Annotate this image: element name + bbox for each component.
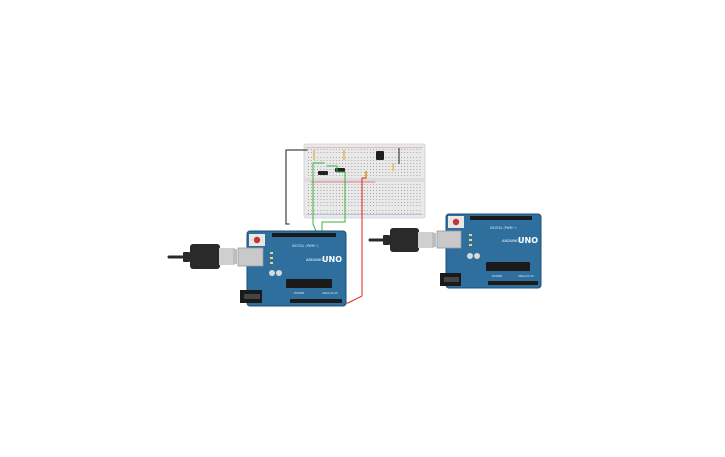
analog-label-1: ANALOG IN: [322, 291, 338, 295]
usb-cable-2[interactable]: [368, 228, 436, 252]
led-indicators-2: [469, 234, 472, 246]
resistor-2[interactable]: [343, 150, 345, 160]
wire-green-2[interactable]: [321, 165, 346, 232]
digital-label-2: DIGITAL (PWM~): [490, 226, 516, 230]
reset-button-2[interactable]: [452, 218, 460, 226]
arduino-board-1[interactable]: DIGITAL (PWM~) UNO ARDUINO POWER ANALOG …: [167, 230, 347, 307]
arduino-label-2: ARDUINO: [502, 239, 519, 243]
power-analog-header-2: [488, 281, 538, 285]
atmega-chip: [286, 279, 332, 288]
led-indicators-1: [270, 252, 273, 264]
resistor-1[interactable]: [313, 150, 315, 160]
resistor-3[interactable]: [392, 163, 394, 171]
digital-label-1: DIGITAL (PWM~): [292, 244, 318, 248]
arduino-board-2[interactable]: DIGITAL (PWM~) UNO ARDUINO POWER ANALOG …: [368, 213, 542, 289]
power-label-1: POWER: [294, 291, 304, 295]
analog-label-2: ANALOG IN: [518, 274, 534, 278]
capacitor-2a: [467, 253, 473, 259]
resistor-4[interactable]: [365, 171, 367, 179]
arduino-label-1: ARDUINO: [306, 258, 323, 262]
wire-black[interactable]: [285, 149, 308, 225]
usb-port-2: [436, 230, 462, 249]
diode-1[interactable]: [318, 171, 328, 175]
breadboard-holes: [308, 149, 421, 214]
wire-green-1[interactable]: [312, 162, 325, 232]
uno-label-2: UNO: [518, 236, 538, 245]
power-analog-header: [290, 299, 342, 303]
digital-header: [272, 233, 336, 237]
transistor[interactable]: [376, 151, 384, 160]
capacitor-1b: [276, 270, 282, 276]
usb-cable-1[interactable]: [167, 244, 237, 269]
capacitor-2b: [474, 253, 480, 259]
uno-label-1: UNO: [322, 255, 342, 264]
breadboard[interactable]: [303, 143, 426, 219]
digital-header-2: [470, 216, 532, 220]
reset-button[interactable]: [253, 236, 261, 244]
atmega-chip-2: [486, 262, 530, 271]
capacitor-1a: [269, 270, 275, 276]
power-label-2: POWER: [492, 274, 502, 278]
usb-port: [237, 247, 264, 267]
